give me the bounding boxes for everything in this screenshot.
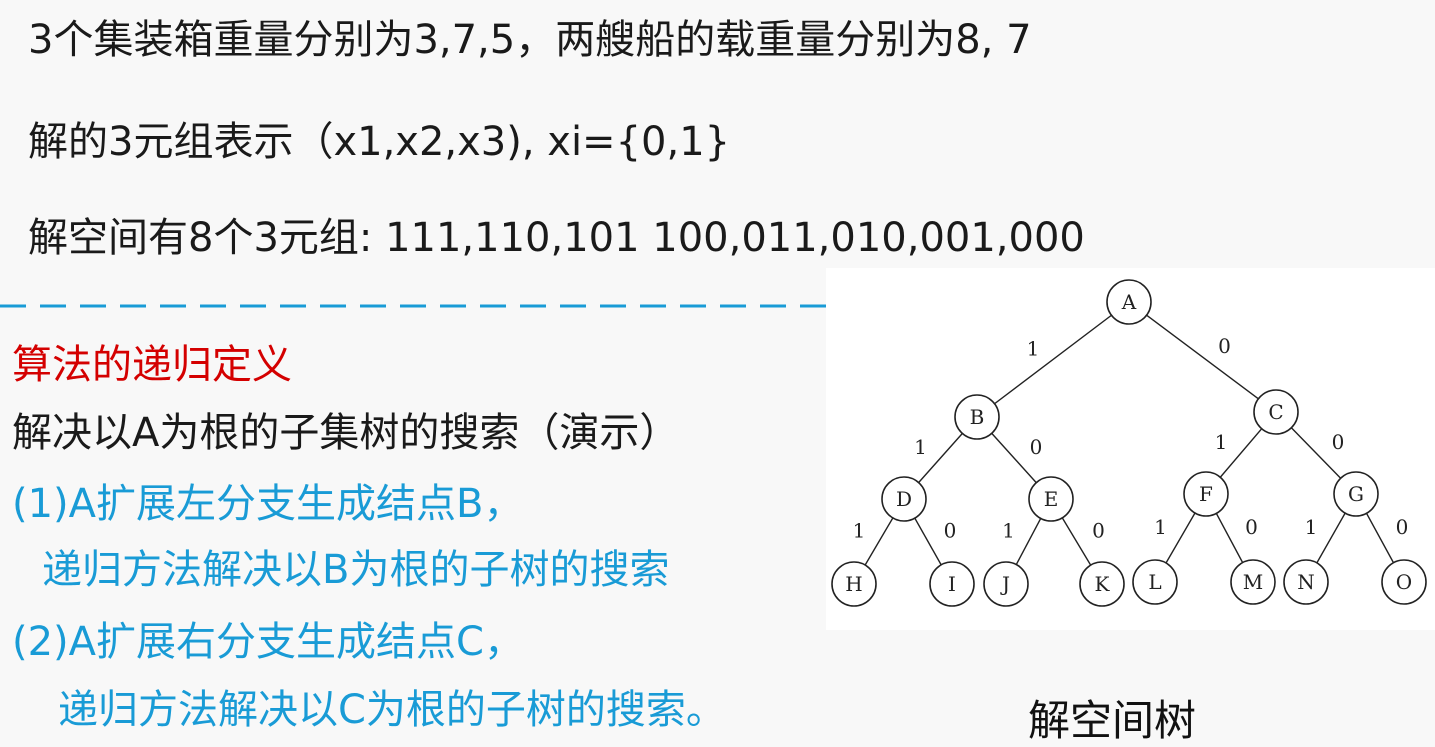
tree-node-i: I <box>929 561 975 607</box>
edge-label-EK: 0 <box>1092 519 1105 543</box>
tree-node-g: G <box>1333 471 1379 517</box>
problem-statement: 3个集装箱重量分别为3,7,5，两艘船的载重量分别为8, 7 <box>28 17 1032 63</box>
tree-node-k: K <box>1079 561 1125 607</box>
step-2-recurse: 递归方法解决以C为根的子树的搜索。 <box>58 687 726 733</box>
tree-node-c: C <box>1253 389 1299 435</box>
solution-space: 解空间有8个3元组: 111,110,101 100,011,010,001,0… <box>28 215 1085 261</box>
svg-text:G: G <box>1348 482 1364 506</box>
tree-node-l: L <box>1132 559 1178 605</box>
svg-text:C: C <box>1268 400 1283 424</box>
tuple-representation: 解的3元组表示（x1,x2,x3), xi={0,1} <box>28 119 731 165</box>
svg-text:D: D <box>896 487 912 511</box>
svg-text:L: L <box>1148 570 1161 594</box>
tree-edge-AC <box>1128 301 1277 413</box>
step-1-recurse: 递归方法解决以B为根的子树的搜索 <box>42 547 670 593</box>
algorithm-title: 算法的递归定义 <box>12 342 292 388</box>
edge-label-GO: 0 <box>1396 515 1409 539</box>
tree-node-b: B <box>954 394 1000 440</box>
edge-label-DH: 1 <box>853 519 866 543</box>
edge-label-CF: 1 <box>1215 430 1228 454</box>
edge-label-BE: 0 <box>1030 435 1043 459</box>
svg-text:F: F <box>1199 482 1213 506</box>
svg-text:O: O <box>1396 570 1412 594</box>
tree-node-m: M <box>1230 559 1276 605</box>
svg-text:I: I <box>948 572 956 596</box>
step-1-expand: (1)A扩展左分支生成结点B， <box>12 481 524 527</box>
edge-label-GN: 1 <box>1305 515 1318 539</box>
tree-node-a: A <box>1106 279 1152 325</box>
edge-label-FL: 1 <box>1154 515 1167 539</box>
tree-node-o: O <box>1381 559 1427 605</box>
tree-node-h: H <box>831 561 877 607</box>
edge-label-AC: 0 <box>1218 334 1231 358</box>
svg-text:B: B <box>970 405 985 429</box>
step-2-expand: (2)A扩展右分支生成结点C， <box>12 619 524 665</box>
svg-text:N: N <box>1297 570 1315 594</box>
tree-node-j: J <box>983 561 1029 607</box>
edge-label-DI: 0 <box>944 519 957 543</box>
tree-node-n: N <box>1283 559 1329 605</box>
tree-caption: 解空间树 <box>1028 696 1197 745</box>
svg-text:A: A <box>1121 290 1137 314</box>
tree-node-e: E <box>1028 476 1074 522</box>
edge-label-EJ: 1 <box>1002 519 1015 543</box>
tree-edge-AB <box>976 301 1130 418</box>
svg-text:E: E <box>1044 487 1059 511</box>
tree-node-f: F <box>1183 471 1229 517</box>
algorithm-subtitle: 解决以A为根的子集树的搜索（演示） <box>12 410 680 456</box>
edge-label-FM: 0 <box>1245 515 1258 539</box>
edge-label-CG: 0 <box>1332 430 1345 454</box>
svg-text:J: J <box>1000 572 1010 596</box>
tree-node-d: D <box>881 476 927 522</box>
edge-label-AB: 1 <box>1027 337 1040 361</box>
svg-text:H: H <box>845 572 862 596</box>
svg-text:K: K <box>1095 572 1111 596</box>
svg-text:M: M <box>1243 570 1263 594</box>
edge-label-BD: 1 <box>914 435 927 459</box>
solution-space-tree: 1 0 1 0 1 0 1 0 1 0 1 0 1 0 A B C D E F G H I J K L M N O <box>826 268 1435 630</box>
